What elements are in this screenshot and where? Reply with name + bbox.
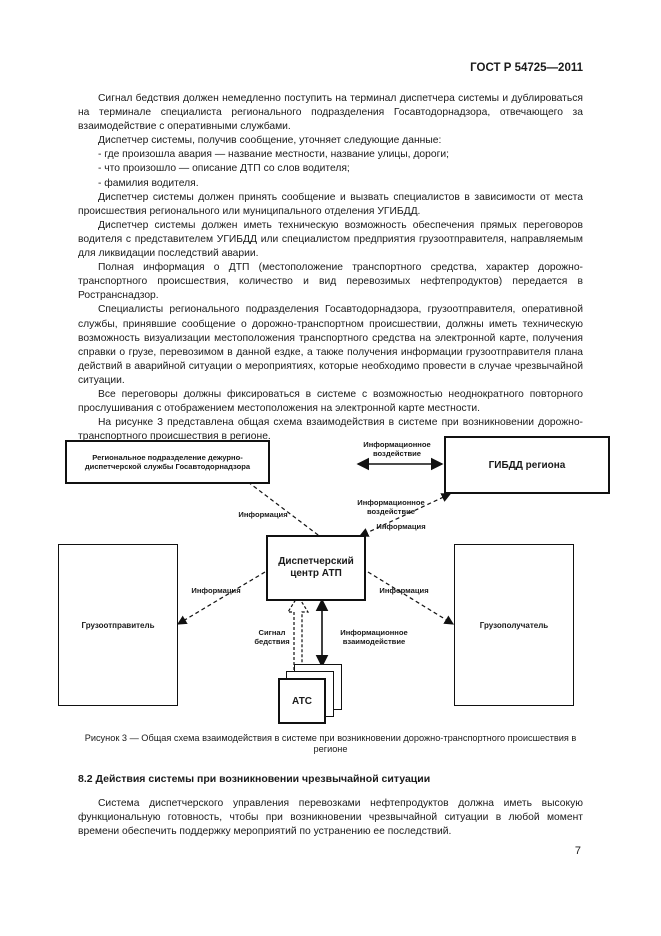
box-dispatch-center: Диспетчерский центр АТП [266, 535, 366, 601]
box-shipper: Грузоотправитель [58, 544, 178, 706]
list-item: - что произошло — описание ДТП со слов в… [98, 163, 350, 175]
arrow-center-shipper [176, 571, 266, 625]
paragraph: Диспетчер системы, получив сообщение, ут… [98, 135, 442, 147]
list-item: - где произошла авария — название местно… [98, 149, 449, 161]
arrow-center-receiver [367, 571, 455, 625]
label-info-interaction-top: Информационное воздействие [363, 440, 431, 458]
paragraph: Полная информация о ДТП (местоположение … [78, 262, 583, 302]
box-gibdd: ГИБДД региона [444, 436, 610, 494]
paragraph: Диспетчер системы должен принять сообщен… [78, 191, 583, 217]
list-item: - фамилия водителя. [98, 177, 199, 189]
paragraph: Диспетчер системы должен иметь техническ… [78, 219, 583, 260]
label-info-left-top: Информация [238, 510, 288, 519]
paragraph: На рисунке 3 представлена общая схема вз… [78, 417, 583, 443]
label-info-right-mid: Информация [376, 522, 426, 531]
arrow-center-gibdd [358, 493, 452, 537]
figure-caption: Рисунок 3 — Общая схема взаимодействия в… [84, 733, 577, 754]
paragraph: Система диспетчерского управления перево… [78, 798, 583, 838]
label-info-left: Информация [191, 586, 241, 595]
label-distress-signal: Сигнал бедствия [254, 628, 290, 646]
section-title: 8.2 Действия системы при возникновении ч… [78, 773, 431, 785]
page-number: 7 [574, 845, 581, 857]
section-body: Система диспетчерского управления перево… [78, 797, 583, 839]
label-info-interaction-bottom: Информационное взаимодействие [340, 628, 408, 646]
arrow-regional-center [247, 481, 331, 545]
box-regional-division: Региональное подразделение дежурно-диспе… [65, 440, 270, 484]
arrow-ats-center [286, 594, 310, 671]
paragraph: Сигнал бедствия должен немедленно поступ… [78, 93, 583, 133]
paragraph: Все переговоры должны фиксироваться в си… [78, 388, 583, 415]
document-id: ГОСТ Р 54725—2011 [470, 62, 583, 74]
diagram-connectors [176, 457, 455, 671]
label-info-interaction-right: Информационное воздействие [357, 498, 425, 516]
label-info-right: Информация [379, 586, 429, 595]
box-ats: АТС [278, 678, 326, 724]
box-receiver: Грузополучатель [454, 544, 574, 706]
body-text: Сигнал бедствия должен немедленно поступ… [78, 92, 583, 444]
paragraph: Специалисты регионального подразделения … [78, 304, 583, 386]
interaction-diagram: Региональное подразделение дежурно-диспе… [50, 432, 622, 732]
